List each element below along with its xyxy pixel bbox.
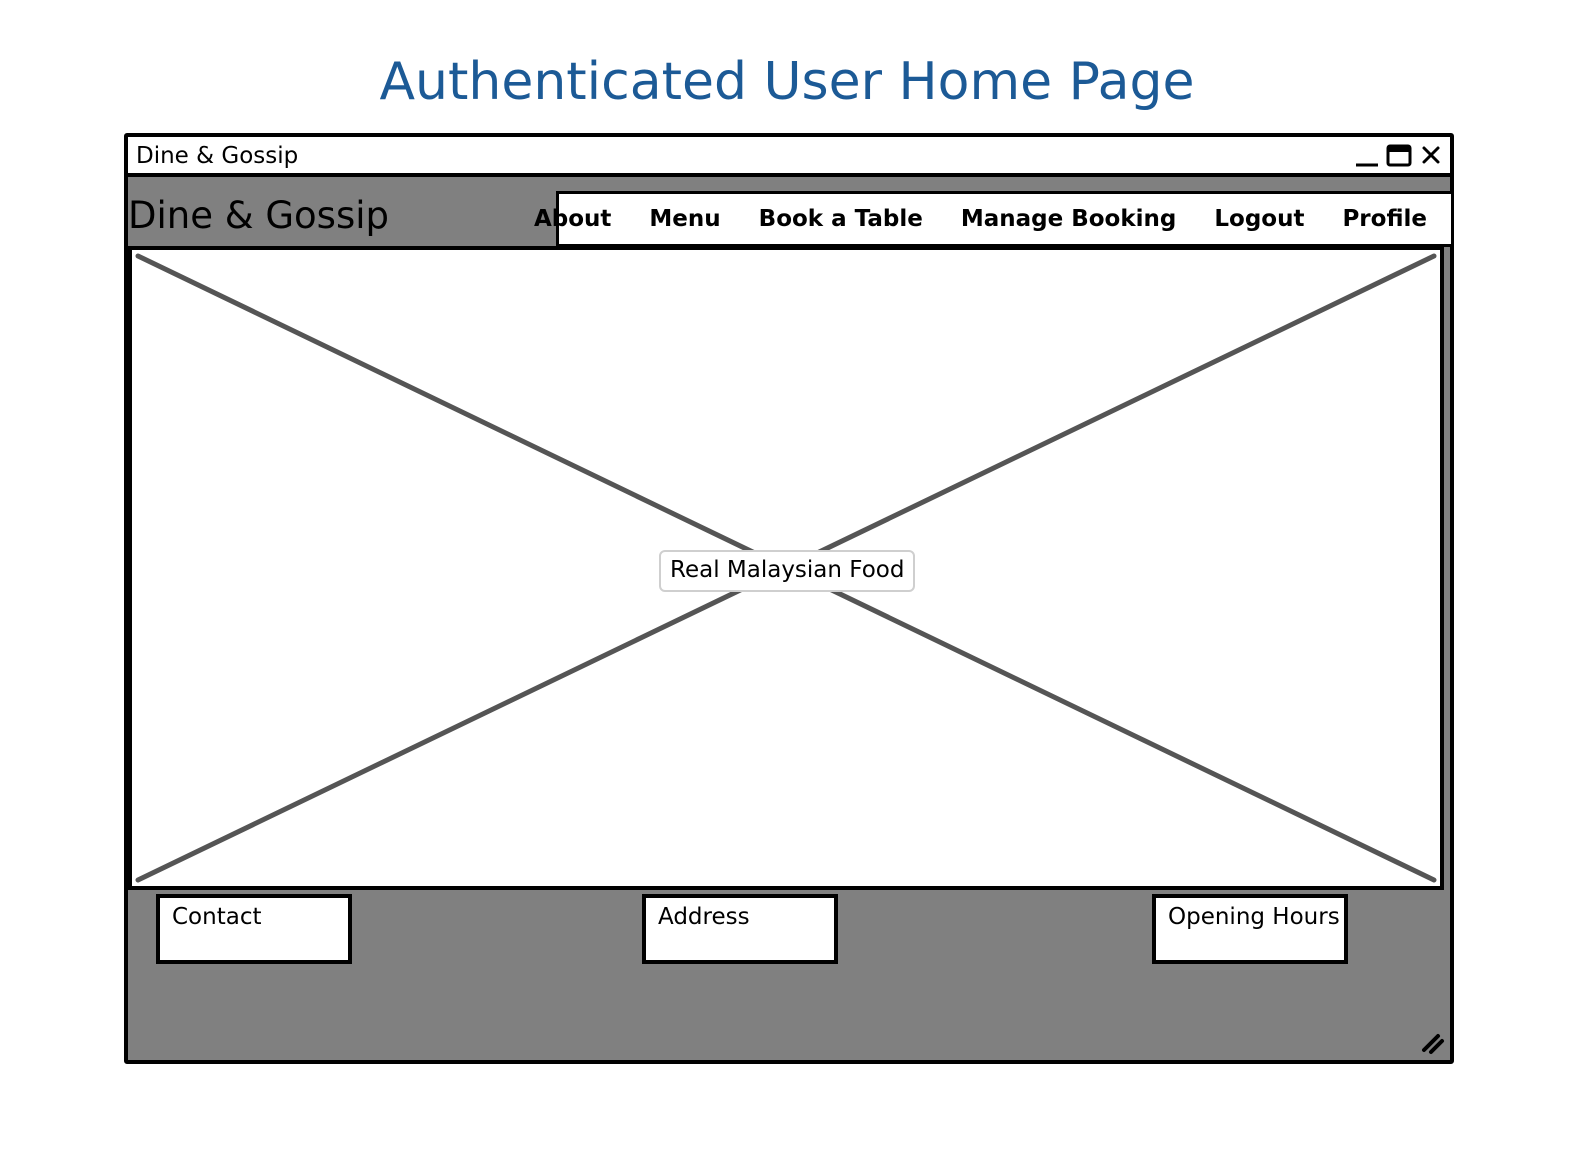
footer-address[interactable]: Address	[642, 894, 838, 964]
nav-link-about[interactable]: About	[533, 206, 612, 232]
page-title: Authenticated User Home Page	[379, 52, 1195, 112]
close-icon[interactable]	[1418, 141, 1444, 169]
window-title: Dine & Gossip	[136, 143, 299, 169]
footer-contact[interactable]: Contact	[156, 894, 352, 964]
nav-link-logout[interactable]: Logout	[1214, 206, 1305, 232]
nav-link-manage-booking[interactable]: Manage Booking	[960, 206, 1177, 232]
resize-grip-icon[interactable]	[1420, 1030, 1446, 1056]
nav-link-menu[interactable]: Menu	[649, 206, 721, 232]
hero-image: Real Malaysian Food	[128, 246, 1444, 890]
hero-caption: Real Malaysian Food	[659, 550, 916, 592]
maximize-icon[interactable]	[1386, 141, 1412, 169]
window-controls	[1354, 141, 1444, 169]
browser-window: Dine & Gossip Dine & Gossip	[124, 133, 1454, 1064]
nav-link-profile[interactable]: Profile	[1342, 206, 1427, 232]
main-navbar: About Menu Book a Table Manage Booking L…	[534, 191, 1454, 247]
minimize-icon[interactable]	[1354, 141, 1380, 169]
nav-link-book-a-table[interactable]: Book a Table	[758, 206, 923, 232]
window-titlebar: Dine & Gossip	[128, 137, 1450, 177]
site-brand[interactable]: Dine & Gossip	[128, 194, 389, 237]
site-header: Dine & Gossip About Menu Book a Table Ma…	[128, 181, 1454, 247]
footer-opening-hours[interactable]: Opening Hours	[1152, 894, 1348, 964]
